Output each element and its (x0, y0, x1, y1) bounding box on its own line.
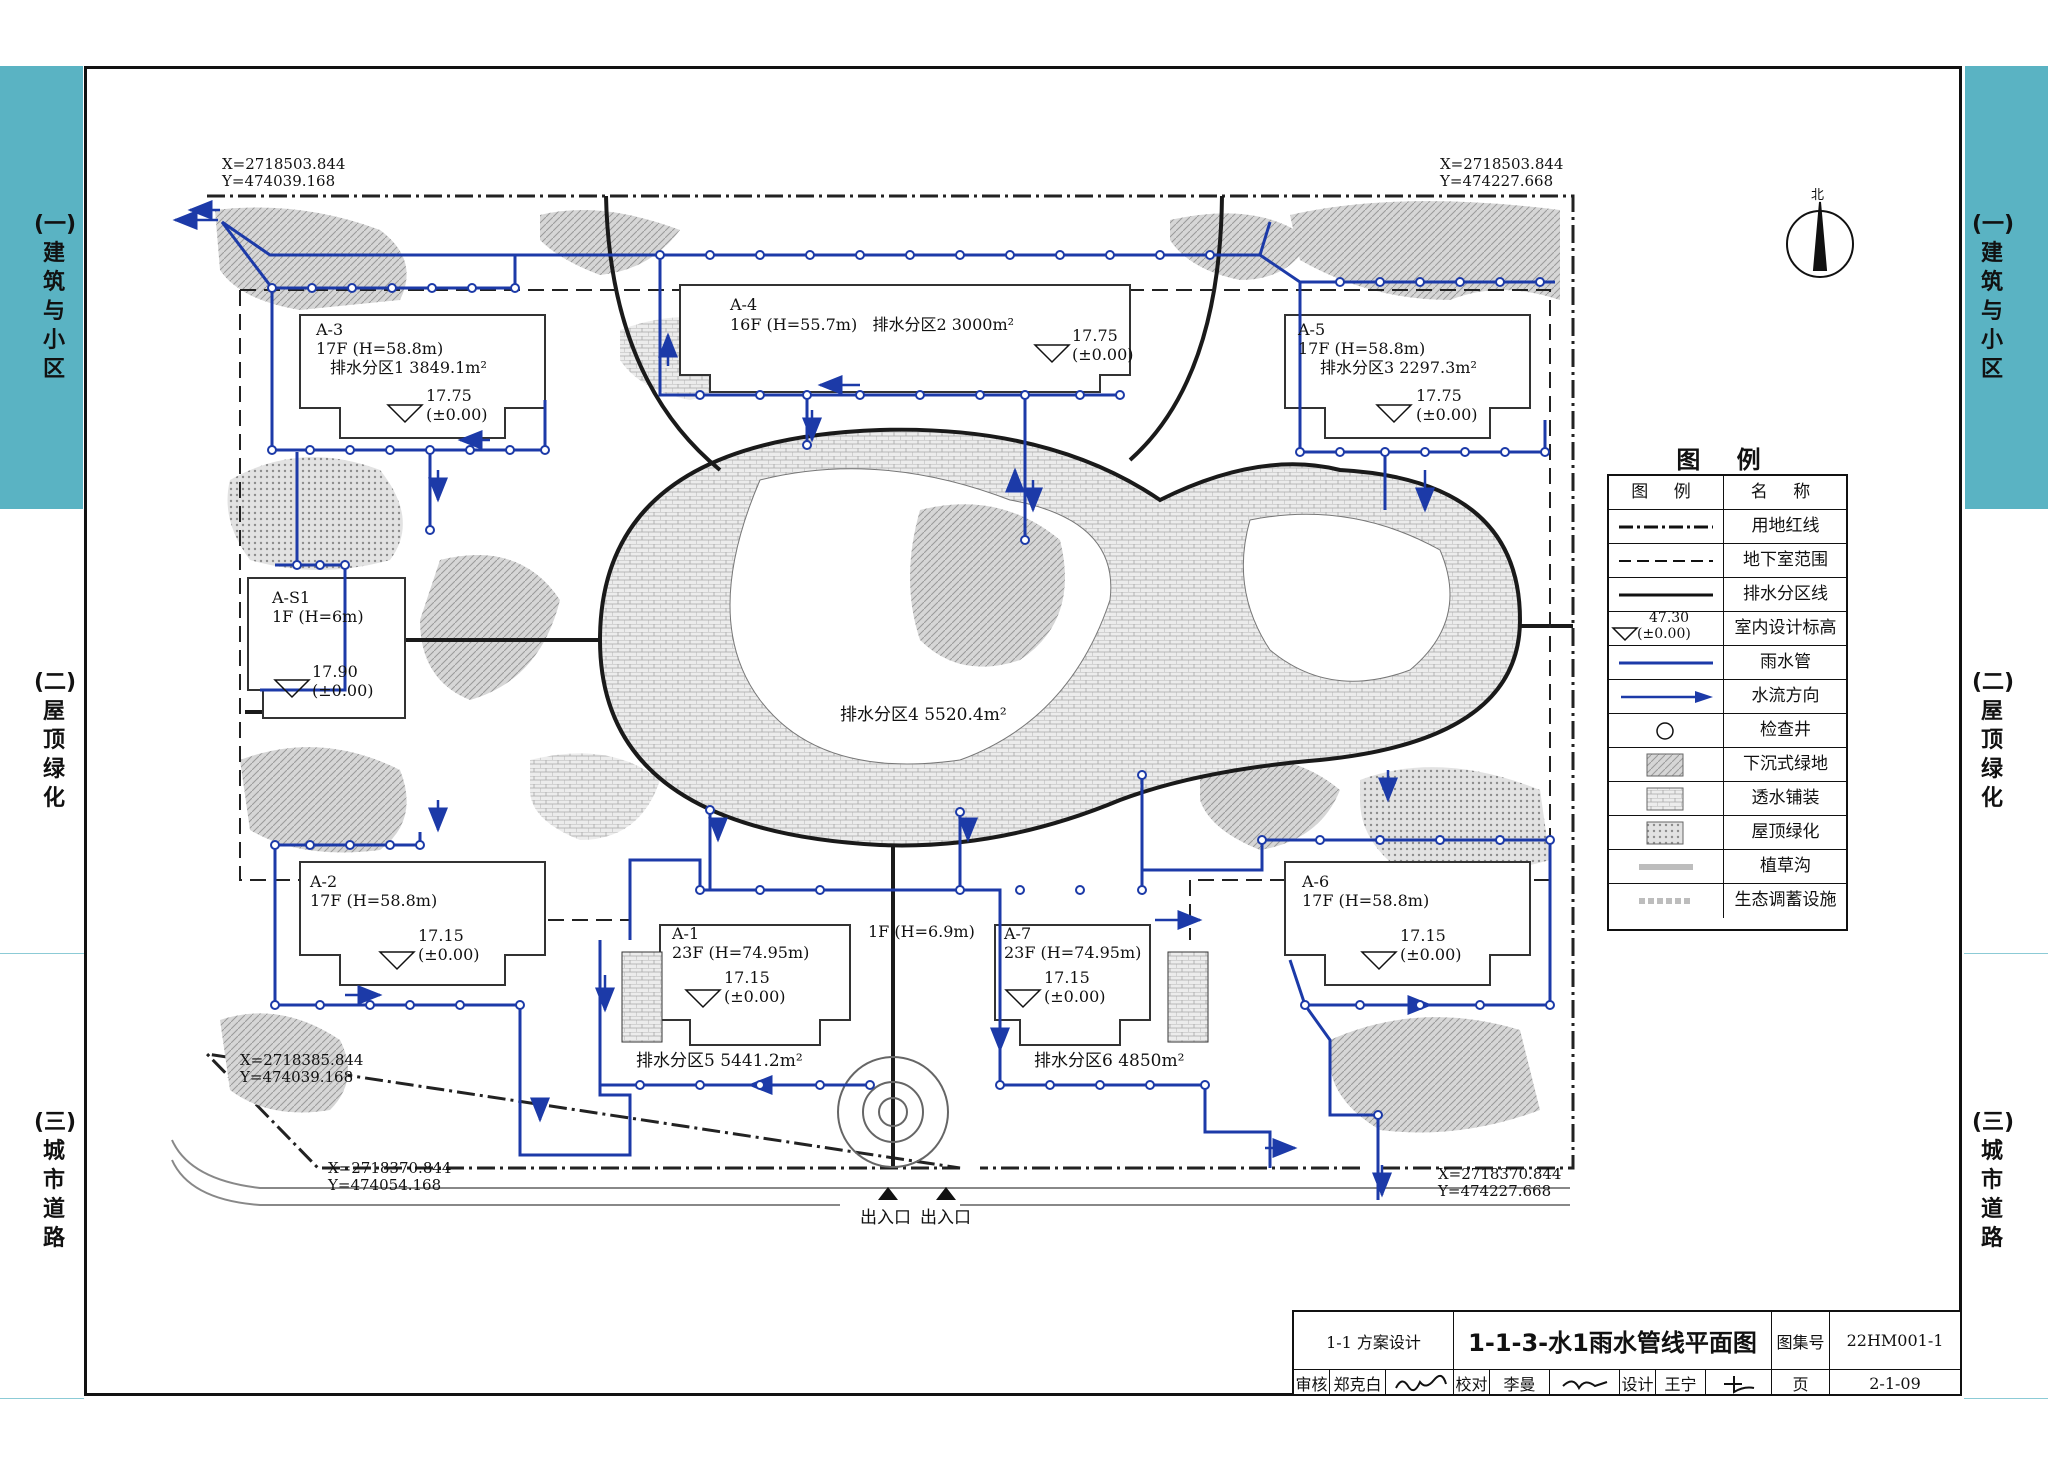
review-signature (1386, 1370, 1454, 1396)
design-signature (1706, 1370, 1772, 1396)
elevation-triangles (273, 344, 1413, 1009)
entrance-label-left: 出入口 (860, 1208, 911, 1228)
atlas-label: 图集号 (1772, 1312, 1830, 1370)
check-signature (1550, 1370, 1620, 1396)
building-as1-elev: 17.90(±0.00) (312, 662, 374, 700)
building-a3-label: A-3 17F (H=58.8m) 排水分区1 3849.1m² (316, 320, 487, 377)
title-block: 1-1 方案设计 1-1-3-水1雨水管线平面图 图集号 22HM001-1 审… (1292, 1310, 1962, 1396)
central-pond (910, 504, 1065, 667)
review-name: 郑克白 (1330, 1370, 1386, 1396)
right-tab-divider (1964, 953, 2048, 954)
right-tab-roof-green[interactable]: (二)屋顶绿化 (1972, 670, 2015, 811)
title-section: 1-1 方案设计 (1294, 1312, 1454, 1370)
legend-row-pipe: 雨水管 (1609, 646, 1846, 680)
building-a4-label: A-4 16F (H=55.7m) 排水分区2 3000m² (730, 295, 1015, 334)
building-a4-elev: 17.75(±0.00) (1072, 326, 1134, 364)
inspection-wells (267, 250, 1555, 1120)
left-tab-divider (0, 953, 84, 954)
right-tab-urban-road[interactable]: (三)城市道路 (1972, 1110, 2015, 1251)
legend-row-site-line: 用地红线 (1609, 510, 1846, 544)
legend-title: 图 例 (1676, 446, 1775, 474)
zone-6-label: 排水分区6 4850m² (1034, 1051, 1185, 1071)
building-a1-elev: 17.15(±0.00) (724, 968, 786, 1006)
legend-row-sunken-green: 下沉式绿地 (1609, 748, 1846, 782)
center-building-label: 1F (H=6.9m) (868, 922, 975, 941)
atlas-number: 22HM001-1 (1830, 1312, 1960, 1370)
flow-arrows (172, 200, 1435, 1198)
north-arrow-icon (1786, 201, 1854, 278)
building-a2-elev: 17.15(±0.00) (418, 926, 480, 964)
zone-5-label: 排水分区5 5441.2m² (636, 1051, 803, 1071)
design-label: 设计 (1620, 1370, 1656, 1396)
entrance-arrow-right (936, 1187, 956, 1200)
entrance-roundabout (837, 1056, 949, 1168)
design-name: 王宁 (1656, 1370, 1706, 1396)
right-tab-architecture[interactable]: (一)建筑与小区 (1972, 212, 2015, 382)
road-edge (171, 1139, 1570, 1189)
legend-row-roof-green: 屋顶绿化 (1609, 816, 1846, 850)
right-tab-highlight (1965, 66, 2048, 509)
review-label: 审核 (1294, 1370, 1330, 1396)
page-label: 页 (1772, 1370, 1830, 1396)
legend-row-well: 检查井 (1609, 714, 1846, 748)
right-tab-bottom-line (1964, 1398, 2048, 1399)
building-footprints (247, 284, 1531, 1046)
road-edge-2 (171, 1159, 1570, 1206)
left-tab-highlight (0, 66, 83, 509)
left-tab-roof-green[interactable]: (二)屋顶绿化 (34, 670, 77, 811)
check-label: 校对 (1454, 1370, 1490, 1396)
building-a5-elev: 17.75(±0.00) (1416, 386, 1478, 424)
building-a7-elev: 17.15(±0.00) (1044, 968, 1106, 1006)
page-number: 2-1-09 (1869, 1373, 1921, 1393)
legend-row-zone-line: 排水分区线 (1609, 578, 1846, 612)
north-label: 北 (1811, 188, 1825, 203)
building-a6-elev: 17.15(±0.00) (1400, 926, 1462, 964)
entrance-label-right: 出入口 (920, 1208, 971, 1228)
left-tab-architecture[interactable]: (一)建筑与小区 (34, 212, 77, 382)
left-tab-bottom-line (0, 1398, 84, 1399)
legend-row-grass-swale: 植草沟 (1609, 850, 1846, 884)
drawing-frame (84, 66, 1962, 1396)
legend-header: 图 例 名 称 (1609, 476, 1846, 510)
legend: 图 例 名 称 用地红线 地下室范围 排水分区线 47.30 (±0.00) 室… (1607, 474, 1848, 931)
legend-row-permeable: 透水铺装 (1609, 782, 1846, 816)
legend-row-flow: 水流方向 (1609, 680, 1846, 714)
legend-row-basement: 地下室范围 (1609, 544, 1846, 578)
check-name: 李曼 (1490, 1370, 1550, 1396)
building-a3-elev: 17.75(±0.00) (426, 386, 488, 424)
left-tab-urban-road[interactable]: (三)城市道路 (34, 1110, 77, 1251)
drainage-zone-lines (245, 195, 1573, 1168)
zone-4-label: 排水分区4 5520.4m² (840, 705, 1007, 725)
east-lawn (1242, 513, 1451, 682)
legend-row-eco-storage: 生态调蓄设施 (1609, 884, 1846, 918)
site-red-line (202, 194, 1575, 1170)
building-a5-label: A-5 17F (H=58.8m) 排水分区3 2297.3m² (1298, 320, 1477, 377)
entrance-arrow-left (878, 1187, 898, 1200)
drawing-title: 1-1-3-水1雨水管线平面图 (1454, 1312, 1772, 1370)
legend-row-elevation: 47.30 (±0.00) 室内设计标高 (1609, 610, 1846, 646)
